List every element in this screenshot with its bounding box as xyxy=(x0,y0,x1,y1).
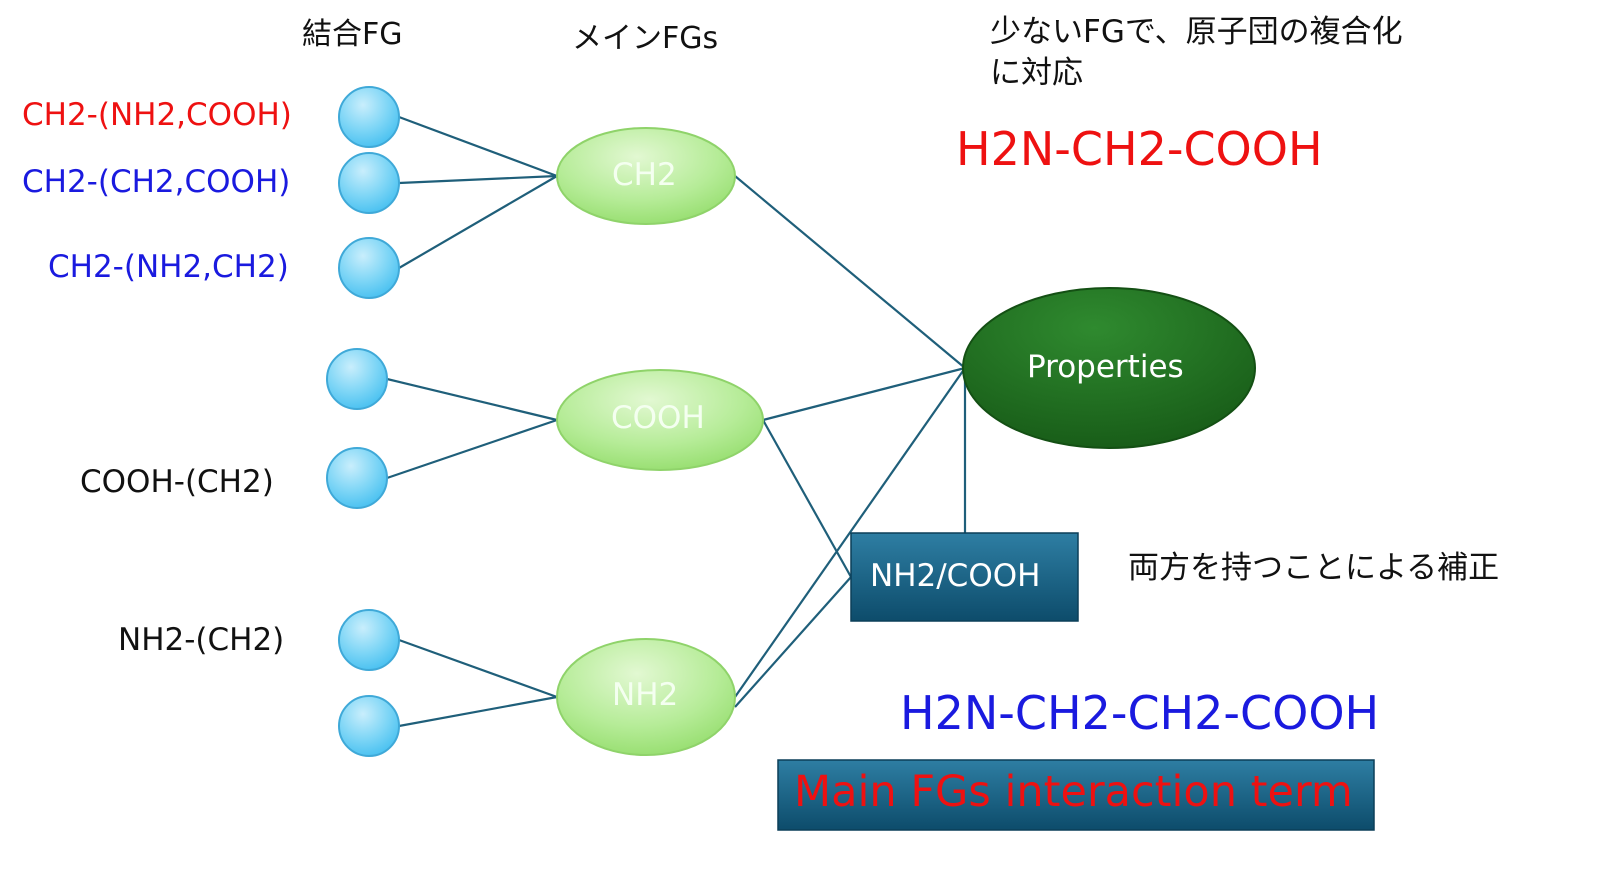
bond-fg-label-ch2-nh2-ch2: CH2-(NH2,CH2) xyxy=(48,249,289,285)
edge-ch2-properties xyxy=(734,175,966,369)
header-bond-fg: 結合FG xyxy=(302,17,403,52)
bond-fg-node xyxy=(338,609,400,671)
interaction-term-label: Main FGs interaction term xyxy=(794,767,1353,817)
edge-bond3-ch2 xyxy=(398,175,558,269)
edge-bond7-nh2 xyxy=(398,695,558,728)
note-line1: 少ないFGで、原子団の複合化 xyxy=(990,14,1403,50)
bond-fg-node xyxy=(338,237,400,299)
bond-fg-label-cooh-ch2: COOH-(CH2) xyxy=(80,464,274,500)
edge-cooh-properties xyxy=(762,366,966,422)
note-line2: に対応 xyxy=(990,55,1083,91)
interaction-term-box xyxy=(777,759,1375,831)
main-fg-ch2-label: CH2 xyxy=(612,157,677,193)
bond-fg-label-ch2-ch2-cooh: CH2-(CH2,COOH) xyxy=(22,164,291,200)
formula-glycine: H2N-CH2-COOH xyxy=(956,122,1323,176)
bond-fg-node xyxy=(338,152,400,214)
edge-bond5-cooh xyxy=(386,418,558,480)
bond-fg-node xyxy=(338,86,400,148)
edge-nh2-properties xyxy=(734,367,966,698)
bond-fg-node xyxy=(326,447,388,509)
edge-nh2-box xyxy=(734,576,852,708)
properties-label: Properties xyxy=(1027,349,1184,385)
header-main-fgs: メインFGs xyxy=(572,21,719,56)
interaction-box xyxy=(850,532,1079,622)
interaction-box-label: NH2/COOH xyxy=(870,558,1041,594)
properties-node xyxy=(962,287,1256,449)
correction-note: 両方を持つことによる補正 xyxy=(1128,550,1500,586)
edge-bond4-cooh xyxy=(386,377,558,422)
bond-fg-label-nh2-ch2: NH2-(CH2) xyxy=(118,622,285,658)
main-fg-cooh-label: COOH xyxy=(611,400,705,436)
edge-bond6-nh2 xyxy=(398,638,558,699)
bond-fg-label-ch2-nh2-cooh: CH2-(NH2,COOH) xyxy=(22,97,292,133)
bond-fg-node xyxy=(326,348,388,410)
main-fg-nh2-node xyxy=(556,638,736,756)
main-fg-cooh-node xyxy=(556,369,764,471)
edge-bond1-ch2 xyxy=(398,115,558,178)
edge-cooh-box xyxy=(762,419,852,578)
formula-beta-alanine: H2N-CH2-CH2-COOH xyxy=(900,686,1380,740)
main-fg-ch2-node xyxy=(556,127,736,225)
bond-fg-node xyxy=(338,695,400,757)
main-fg-nh2-label: NH2 xyxy=(612,677,679,713)
edge-bond2-ch2 xyxy=(398,174,558,185)
